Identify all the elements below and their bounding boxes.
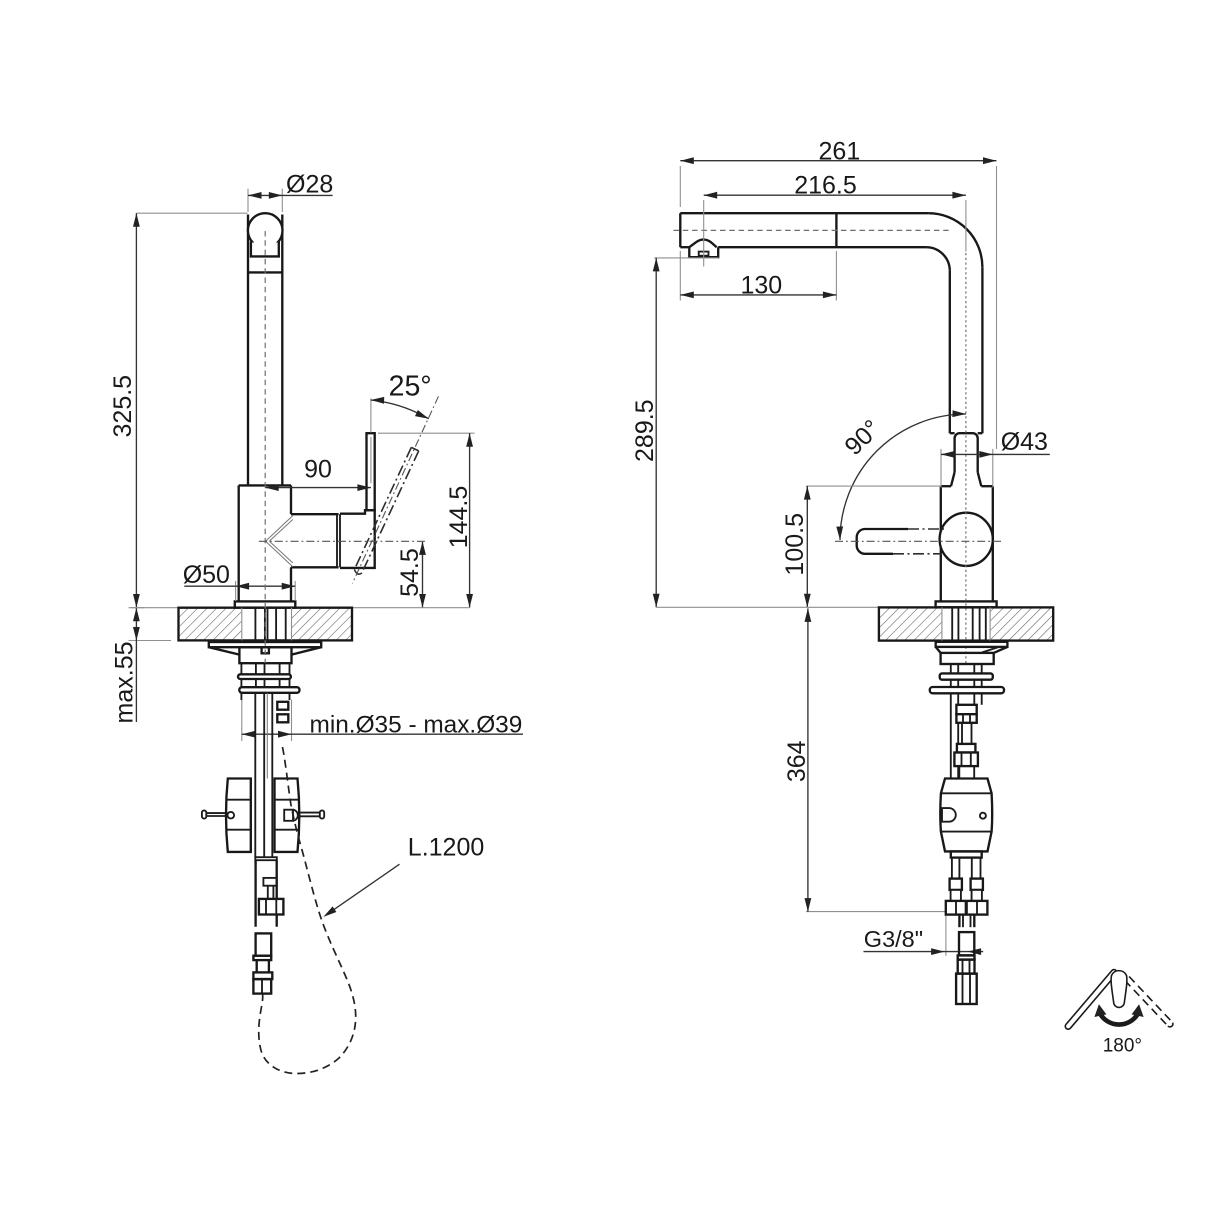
svg-text:180°: 180°: [1103, 1035, 1142, 1056]
svg-text:364: 364: [783, 740, 811, 782]
svg-text:Ø43: Ø43: [1001, 428, 1048, 456]
svg-text:Ø28: Ø28: [286, 171, 333, 199]
svg-text:54.5: 54.5: [396, 548, 424, 597]
svg-text:L.1200: L.1200: [408, 833, 484, 861]
svg-text:25°: 25°: [389, 370, 432, 402]
svg-text:100.5: 100.5: [781, 513, 809, 576]
svg-text:216.5: 216.5: [794, 171, 857, 199]
svg-text:130: 130: [740, 271, 782, 299]
svg-text:325.5: 325.5: [109, 375, 137, 438]
svg-text:144.5: 144.5: [445, 486, 473, 549]
svg-text:90: 90: [304, 456, 332, 484]
svg-text:261: 261: [819, 137, 861, 165]
svg-text:min.Ø35 - max.Ø39: min.Ø35 - max.Ø39: [310, 711, 523, 738]
svg-text:max.55: max.55: [111, 642, 139, 724]
svg-text:289.5: 289.5: [631, 399, 659, 462]
svg-text:G3/8": G3/8": [864, 926, 923, 952]
svg-text:Ø50: Ø50: [183, 561, 230, 589]
